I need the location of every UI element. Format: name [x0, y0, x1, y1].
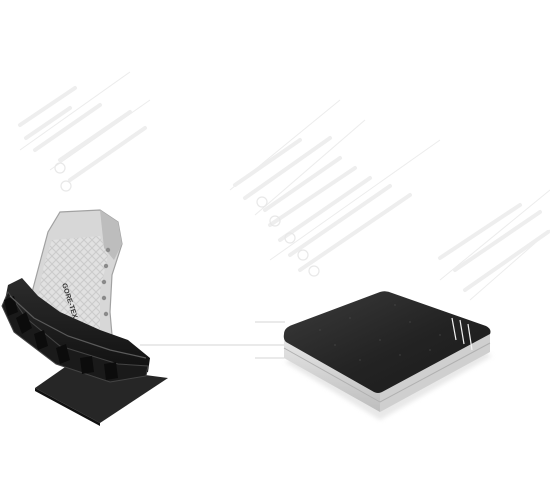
callout-ghost-text	[18, 86, 550, 292]
material-texture	[319, 304, 441, 361]
callout-markers	[54, 162, 320, 277]
connector-lines	[140, 321, 285, 359]
base-plate	[35, 365, 168, 426]
material-sample	[283, 291, 492, 420]
lace-eyelets	[101, 247, 111, 317]
boot-illustration: GORE-TEX	[1, 209, 150, 383]
tread	[4, 296, 118, 380]
layer-marks	[451, 317, 473, 351]
